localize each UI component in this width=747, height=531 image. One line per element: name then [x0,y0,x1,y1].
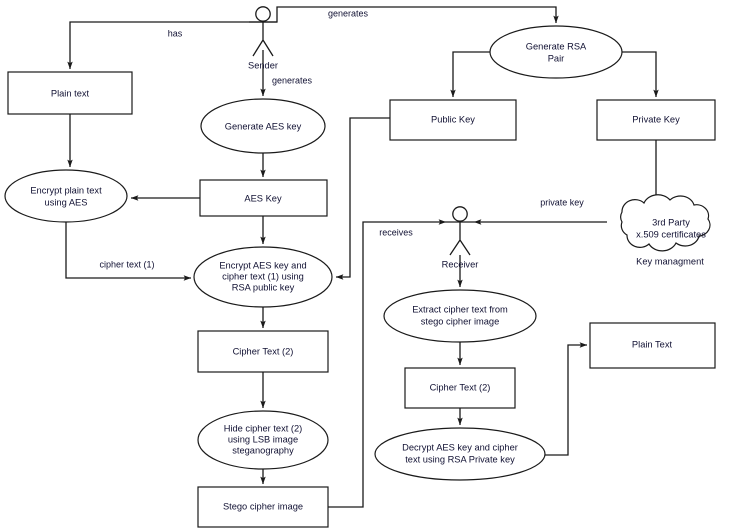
edge-rsa-pair-to-private-key [621,51,659,98]
actor-label-sender: Sender [248,60,278,70]
edge-label-generates-aes: generates [272,75,313,85]
actor-label-receiver: Receiver [442,259,479,269]
actor-sender[interactable]: Sender [248,6,278,71]
receiver-body-icon [446,221,474,256]
aes-key-label: AES Key [244,193,282,203]
sender-body-icon [249,21,277,57]
cipher-text-2-receiver-box [404,367,516,409]
edge-decrypt-to-plain-text-output [545,342,588,456]
third-party-cloud-shape [620,194,711,252]
edge-sender-generates-rsa [263,6,559,24]
node-cipher-text-2-receiver[interactable]: Cipher Text (2) [404,367,516,409]
node-generate-aes-key[interactable]: Generate AES key [200,98,326,154]
node-encrypt-aes-key-rsa[interactable]: Encrypt AES key and cipher text (1) usin… [193,246,333,308]
encrypt-aes-key-rsa-ellipse [193,246,333,308]
hide-cipher-text-lsb-label-line-3: steganography [232,445,294,455]
private-key-label: Private Key [632,114,680,124]
node-third-party-cloud[interactable]: 3rd Party x.509 certificates [620,194,711,252]
third-party-cloud-label-line-2: x.509 certificates [636,229,706,239]
edge-sender-has-plain-text [67,21,263,70]
node-stego-cipher-image[interactable]: Stego cipher image [197,486,329,528]
node-aes-key[interactable]: AES Key [199,179,328,217]
node-generate-rsa-pair[interactable]: Generate RSA Pair [489,25,623,79]
cipher-text-2-sender-label: Cipher Text (2) [233,346,294,356]
decrypt-aes-key-rsa-label-line-1: Decrypt AES key and cipher [402,442,518,452]
node-public-key[interactable]: Public Key [389,99,517,141]
key-management-caption: Key managment [636,256,704,266]
node-cipher-text-2-sender[interactable]: Cipher Text (2) [197,330,329,373]
extract-cipher-text-ellipse [383,289,537,343]
hide-cipher-text-lsb-label-line-2: using LSB image [228,434,298,444]
edge-label-private-key: private key [540,197,584,207]
edge-cipher-text-1 [65,222,192,281]
generate-rsa-pair-label-line-1: Generate RSA [526,41,587,51]
node-private-key[interactable]: Private Key [596,99,716,141]
plain-text-output-box [589,322,716,369]
encrypt-plain-text-aes-label-line-1: Encrypt plain text [30,185,102,195]
edge-stego-to-receiver-receives [328,219,447,508]
node-decrypt-aes-key-rsa[interactable]: Decrypt AES key and cipher text using RS… [374,427,546,481]
plain-text-source-box [7,71,133,115]
private-key-box [596,99,716,141]
edge-rsa-pair-to-public-key [450,51,494,98]
generate-aes-key-label: Generate AES key [225,121,302,131]
generate-aes-key-ellipse [200,98,326,154]
node-extract-cipher-text[interactable]: Extract cipher text from stego cipher im… [383,289,537,343]
generate-rsa-pair-label-line-2: Pair [548,53,565,63]
edge-label-cipher-text-1: cipher text (1) [99,259,154,269]
public-key-label: Public Key [431,114,475,124]
actor-receiver[interactable]: Receiver [442,206,479,270]
encrypt-aes-key-rsa-label-line-1: Encrypt AES key and [219,260,306,270]
extract-cipher-text-label-line-2: stego cipher image [421,316,500,326]
plain-text-output-label: Plain Text [632,339,673,349]
extract-cipher-text-label-line-1: Extract cipher text from [412,304,508,314]
encrypt-plain-text-aes-ellipse [4,169,128,223]
edge-label-has: has [168,28,183,38]
edge-label-receives: receives [379,227,413,237]
edge-public-key-to-encrypt-rsa [335,117,390,280]
encrypt-aes-key-rsa-label-line-2: cipher text (1) using [222,271,304,281]
node-plain-text-output[interactable]: Plain Text [589,322,716,369]
encrypt-plain-text-aes-label-line-2: using AES [45,197,88,207]
aes-key-box [199,179,328,217]
cipher-text-2-receiver-label: Cipher Text (2) [430,382,491,392]
public-key-box [389,99,517,141]
hide-cipher-text-lsb-ellipse [197,410,329,470]
hide-cipher-text-lsb-label-line-1: Hide cipher text (2) [224,423,303,433]
stego-cipher-image-label: Stego cipher image [223,501,303,511]
receiver-head-icon [452,206,468,222]
sender-head-icon [255,6,271,22]
generate-rsa-pair-ellipse [489,25,623,79]
cipher-text-2-sender-box [197,330,329,373]
encrypt-aes-key-rsa-label-line-3: RSA public key [232,282,295,292]
node-hide-cipher-text-lsb[interactable]: Hide cipher text (2) using LSB image ste… [197,410,329,470]
decrypt-aes-key-rsa-ellipse [374,427,546,481]
stego-cipher-image-box [197,486,329,528]
node-encrypt-plain-text-aes[interactable]: Encrypt plain text using AES [4,169,128,223]
node-plain-text-source[interactable]: Plain text [7,71,133,115]
third-party-cloud-label-line-1: 3rd Party [652,217,690,227]
decrypt-aes-key-rsa-label-line-2: text using RSA Private key [405,454,515,464]
plain-text-source-label: Plain text [51,88,90,98]
edge-label-generates-rsa: generates [328,8,369,18]
